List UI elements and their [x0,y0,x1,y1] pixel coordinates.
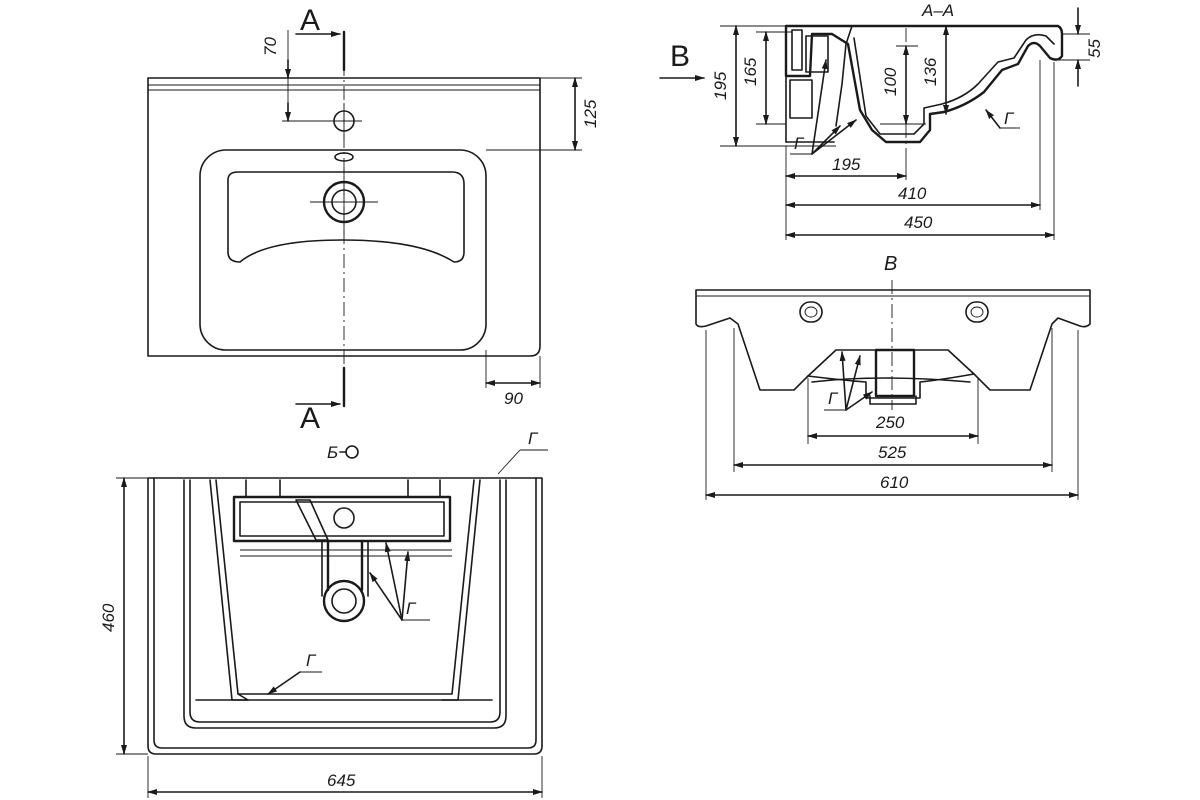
front-hole-right-icon [965,301,989,323]
view-mark-b: Б [327,443,338,462]
material-mark-drain: Г [406,599,417,618]
front-outline [695,289,1091,399]
section-title: А–А [921,1,954,20]
bottom-outline [147,477,543,755]
dim-tap-offset: 70 [261,37,280,56]
section-material-mark: Г [794,134,805,153]
front-drain [874,348,916,398]
section-material-mark-bowl: Г [1004,109,1015,128]
dim-side-rim: 90 [504,389,523,408]
plan-bowl-outer [199,149,487,351]
dim-width: 645 [327,771,356,790]
front-material-mark: Г [828,389,839,408]
front-hole-left-icon [799,301,823,323]
plan-basin [227,171,465,263]
dim-bowl-depth: 136 [921,57,940,86]
material-mark-tray: Г [306,651,317,670]
bottom-drain-outer-icon [322,579,366,623]
dim-drain-width: 250 [875,413,905,432]
view-arrow-label: В [670,40,690,73]
plan-outline [147,77,541,357]
dim-bowl-length: 410 [898,184,927,203]
material-mark-top: Г [528,429,539,448]
plan-view: A A 70 125 90 [147,4,600,435]
dim-overall-depth: 450 [904,213,933,232]
bottom-tap-hole-icon [333,507,355,529]
dim-bowl-width: 525 [878,443,907,462]
dim-drain-offset: 195 [832,155,861,174]
bottom-view: Б 460 645 [99,429,548,798]
dim-overall-width: 610 [880,473,909,492]
dim-rim-depth: 125 [581,99,600,128]
section-mark-bottom: A [300,402,320,435]
bottom-drain-inner-icon [331,588,357,614]
section-view: А–А В 195 165 100 136 [659,1,1104,240]
section-mark-top: A [300,4,320,37]
front-view: В 250 525 610 Г [695,253,1091,500]
section-profile [784,24,1064,144]
bottom-tray [232,495,452,543]
dim-height-inner: 165 [741,57,760,86]
dim-height-total: 195 [711,71,730,100]
dim-drain-depth: 100 [881,67,900,96]
front-view-title: В [884,253,897,275]
view-direction-icon [345,445,359,459]
dim-depth: 460 [99,603,118,632]
dim-rim-height: 55 [1085,39,1104,58]
